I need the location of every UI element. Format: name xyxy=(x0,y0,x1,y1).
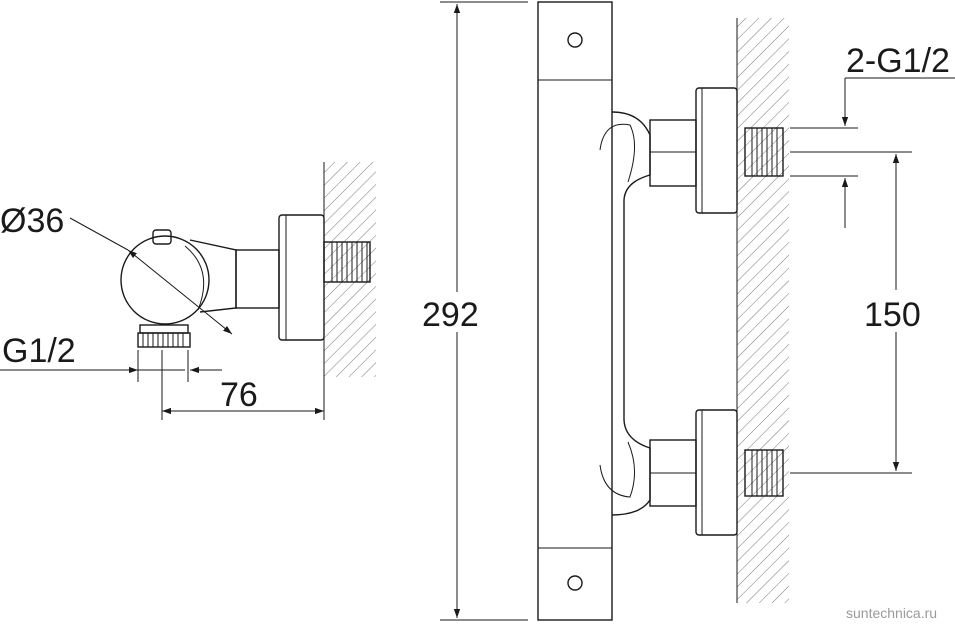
front-view: 2-G1/2 150 xyxy=(537,1,955,621)
mixer-body xyxy=(537,1,613,621)
side-top-knob xyxy=(152,229,172,245)
diameter-label: Ø36 xyxy=(0,202,64,240)
diameter-dimension-line xyxy=(127,249,233,335)
upper-connector xyxy=(649,87,784,214)
side-view: Ø36 G1/2 76 xyxy=(0,162,376,420)
height-dimension: 292 xyxy=(420,1,528,621)
side-thread-label: G1/2 xyxy=(2,332,76,370)
inlet-thread-label: 2-G1/2 xyxy=(846,42,950,80)
lower-connector xyxy=(649,409,784,536)
diameter-leader xyxy=(69,217,129,251)
top-mount-hole xyxy=(567,32,583,48)
center-distance-label: 150 xyxy=(864,296,921,334)
front-wall-hatch xyxy=(737,18,789,603)
rear-rail xyxy=(611,111,651,516)
bottom-mount-hole xyxy=(567,575,583,591)
height-label: 292 xyxy=(422,296,479,334)
side-connector xyxy=(235,249,280,309)
watermark: suntechnica.ru xyxy=(846,605,937,621)
side-bottom-thread xyxy=(137,324,191,348)
depth-label: 76 xyxy=(220,376,258,414)
